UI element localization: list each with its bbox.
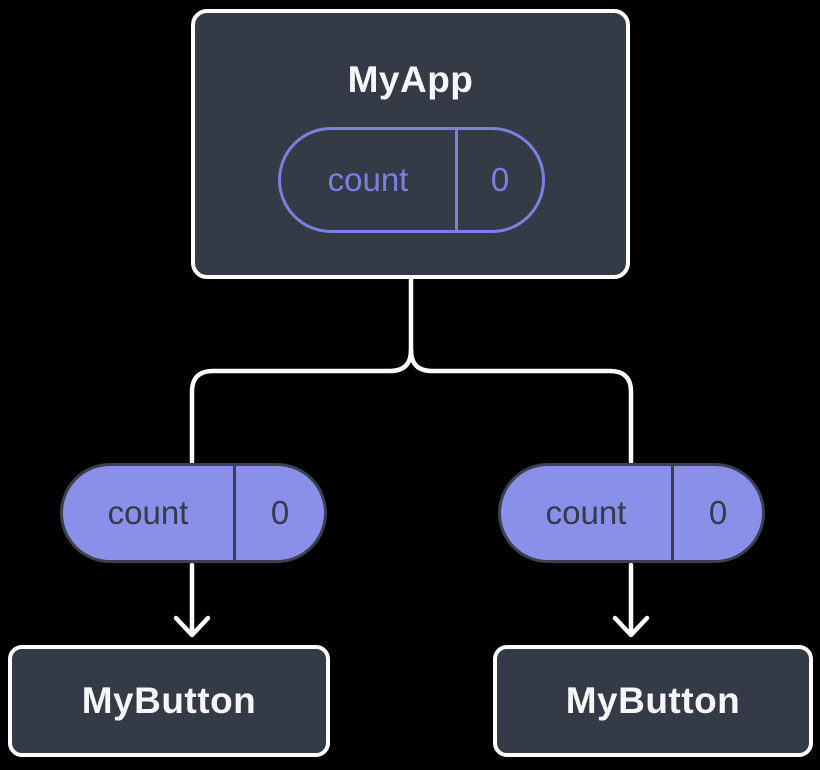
state-name-label: count [327,161,409,198]
node-title-mybutton: MyButton [81,680,257,721]
connector-root-to-left-child [189,274,414,465]
node-mybutton-left: MyButton [8,645,330,757]
node-mybutton-right: MyButton [493,645,813,757]
prop-value-label: 0 [233,466,324,560]
connector-root-to-right-child [408,347,634,465]
prop-name-label: count [107,494,189,531]
prop-name-label: count [545,494,627,531]
state-value-label: 0 [455,130,542,230]
node-title-mybutton: MyButton [565,680,741,721]
prop-pill-right: count 0 [498,463,765,563]
arrow-down-left-icon [173,615,211,638]
node-myapp: MyApp count 0 [191,9,630,279]
prop-value-label: 0 [671,466,762,560]
prop-pill-left: count 0 [60,463,327,563]
state-pill: count 0 [278,127,545,233]
arrow-down-right-icon [612,615,650,638]
node-title-myapp: MyApp [347,59,474,100]
